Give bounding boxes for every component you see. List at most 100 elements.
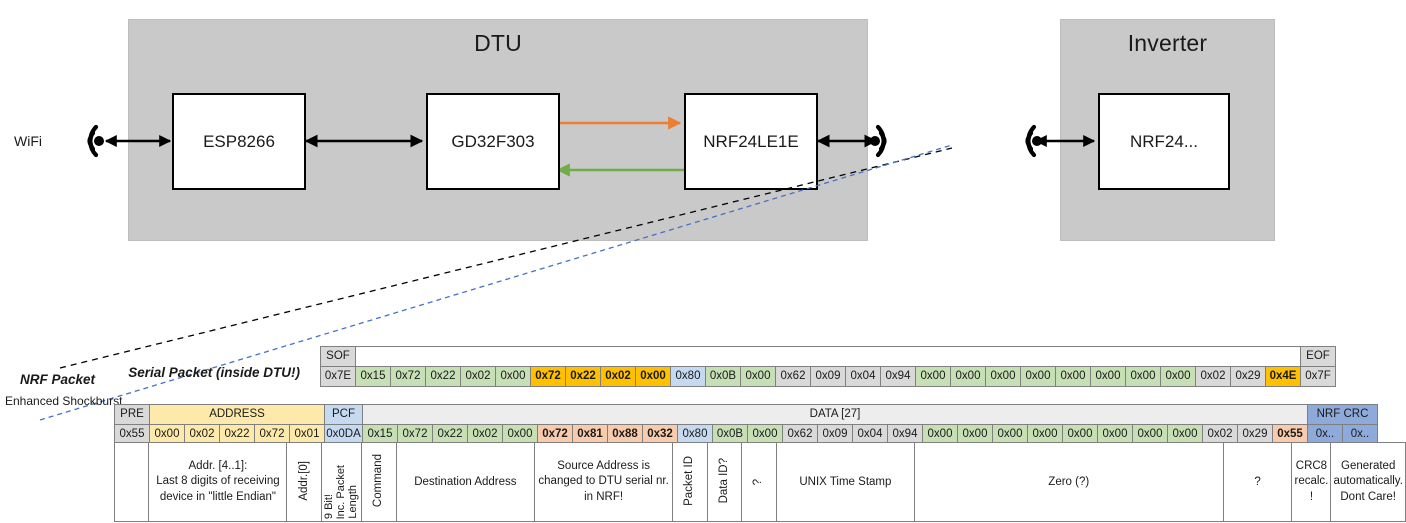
serial-byte-17: 0x00 — [915, 366, 951, 387]
serial-byte-7: 0x22 — [565, 366, 601, 387]
nrf-byte-0: 0x55 — [114, 424, 150, 445]
nrf-byte-32: 0x29 — [1237, 424, 1273, 445]
desc-data-id: Data ID? — [706, 442, 743, 522]
desc-timestamp-text: UNIX Time Stamp — [799, 476, 892, 488]
nrf-byte-24: 0x00 — [957, 424, 993, 445]
serial-byte-26: 0x29 — [1230, 366, 1266, 387]
packet-description-table: Addr. [4..1]:Last 8 digits of receiving … — [113, 442, 1406, 522]
serial-byte-21: 0x00 — [1055, 366, 1091, 387]
nrf-byte-7: 0x15 — [362, 424, 398, 445]
chip-nrf24: NRF24... — [1098, 93, 1230, 190]
desc-destination: Destination Address — [395, 442, 536, 522]
chip-gd32f303-label: GD32F303 — [451, 131, 535, 151]
wifi-antenna-icon — [66, 118, 112, 164]
nrf-byte-31: 0x02 — [1202, 424, 1238, 445]
serial-byte-28: 0x7F — [1300, 366, 1336, 387]
serial-byte-25: 0x02 — [1195, 366, 1231, 387]
wifi-label: WiFi — [14, 133, 42, 149]
desc-address-text: Addr. [4..1]:Last 8 digits of receiving … — [156, 459, 280, 503]
serial-byte-0: 0x7E — [320, 366, 356, 387]
desc-packet-id-text: Packet ID — [683, 455, 696, 506]
nrf-pcf-header: PCF — [324, 404, 363, 425]
nrf-byte-6: 0x0DA — [324, 424, 363, 445]
chip-esp8266-label: ESP8266 — [203, 131, 275, 151]
desc-address: Addr. [4..1]:Last 8 digits of receiving … — [148, 442, 288, 522]
nrf-byte-13: 0x81 — [572, 424, 608, 445]
inverter-title: Inverter — [1127, 30, 1208, 56]
inverter-rf-antenna-icon — [1004, 118, 1050, 164]
nrf-data-header: DATA [27] — [362, 404, 1308, 425]
serial-byte-5: 0x00 — [495, 366, 531, 387]
desc-data-id-text: Data ID? — [717, 457, 730, 504]
nrf-byte-18: 0x00 — [747, 424, 783, 445]
serial-byte-6: 0x72 — [530, 366, 566, 387]
serial-byte-22: 0x00 — [1090, 366, 1126, 387]
chip-gd32f303: GD32F303 — [426, 93, 560, 190]
serial-byte-18: 0x00 — [950, 366, 986, 387]
serial-byte-15: 0x04 — [845, 366, 881, 387]
desc-zero-text: Zero (?) — [1048, 476, 1090, 488]
nrf-byte-10: 0x02 — [467, 424, 503, 445]
serial-byte-14: 0x09 — [810, 366, 846, 387]
desc-crc-auto-text: Generated automatically. Dont Care! — [1333, 459, 1403, 503]
nrf-crc-header: NRF CRC — [1307, 404, 1378, 425]
serial-byte-23: 0x00 — [1125, 366, 1161, 387]
desc-packet-id: Packet ID — [672, 442, 708, 522]
nrf-byte-19: 0x62 — [782, 424, 818, 445]
dtu-title: DTU — [474, 30, 522, 56]
nrf-byte-8: 0x72 — [397, 424, 433, 445]
serial-byte-27: 0x4E — [1265, 366, 1301, 387]
serial-byte-20: 0x00 — [1020, 366, 1056, 387]
desc-unknown-1: ? — [741, 442, 777, 522]
nrf-byte-29: 0x00 — [1132, 424, 1168, 445]
nrf-byte-14: 0x88 — [607, 424, 643, 445]
serial-byte-10: 0x80 — [670, 366, 706, 387]
nrf-byte-12: 0x72 — [537, 424, 573, 445]
desc-destination-text: Destination Address — [414, 476, 517, 488]
serial-byte-12: 0x00 — [740, 366, 776, 387]
desc-pcf-c: Length — [347, 485, 360, 519]
serial-byte-16: 0x94 — [880, 366, 916, 387]
desc-source: Source Address is changed to DTU serial … — [534, 442, 674, 522]
chip-esp8266: ESP8266 — [172, 93, 306, 190]
desc-pcf-a: 9 Bit! — [323, 493, 336, 519]
nrf-byte-15: 0x32 — [642, 424, 678, 445]
desc-unknown-2-text: ? — [1254, 476, 1261, 488]
desc-pcf: 9 Bit! Inc. Packet Length — [321, 442, 363, 522]
serial-byte-13: 0x62 — [775, 366, 811, 387]
serial-byte-8: 0x02 — [600, 366, 636, 387]
block-diagram: DTU Inverter ESP8266 — [0, 0, 1406, 260]
nrf-byte-25: 0x00 — [992, 424, 1028, 445]
desc-zero: Zero (?) — [913, 442, 1224, 522]
nrf-byte-3: 0x22 — [219, 424, 255, 445]
desc-crc8: CRC8 recalc. ! — [1291, 442, 1332, 522]
chip-nrf24le1e: NRF24LE1E — [684, 93, 818, 190]
serial-packet-label: Serial Packet (inside DTU!) — [128, 365, 300, 380]
serial-sof-header: SOF — [320, 346, 356, 367]
desc-unknown-2: ? — [1222, 442, 1293, 522]
desc-pre-empty — [113, 442, 150, 522]
packet-tables: Serial Packet (inside DTU!) NRF Packet E… — [0, 340, 1406, 523]
desc-command-text: Command — [372, 453, 385, 508]
nrf-address-header: ADDRESS — [149, 404, 325, 425]
desc-source-text: Source Address is changed to DTU serial … — [538, 459, 669, 503]
dtu-rf-antenna-icon — [862, 118, 908, 164]
desc-addr0-text: Addr.[0] — [297, 460, 310, 501]
desc-command: Command — [361, 442, 397, 522]
serial-packet-header-row: SOF EOF — [320, 346, 1336, 367]
desc-unknown-1-text: ? — [752, 478, 765, 485]
chip-nrf24-label: NRF24... — [1129, 131, 1199, 151]
nrf-byte-5: 0x01 — [289, 424, 325, 445]
desc-crc8-text: CRC8 recalc. ! — [1294, 459, 1329, 503]
chip-nrf24le1e-label: NRF24LE1E — [703, 131, 799, 151]
desc-timestamp: UNIX Time Stamp — [775, 442, 915, 522]
nrf-byte-20: 0x09 — [817, 424, 853, 445]
serial-byte-9: 0x00 — [635, 366, 671, 387]
desc-pcf-b: Inc. Packet — [335, 464, 348, 519]
serial-byte-11: 0x0B — [705, 366, 741, 387]
serial-byte-2: 0x72 — [390, 366, 426, 387]
